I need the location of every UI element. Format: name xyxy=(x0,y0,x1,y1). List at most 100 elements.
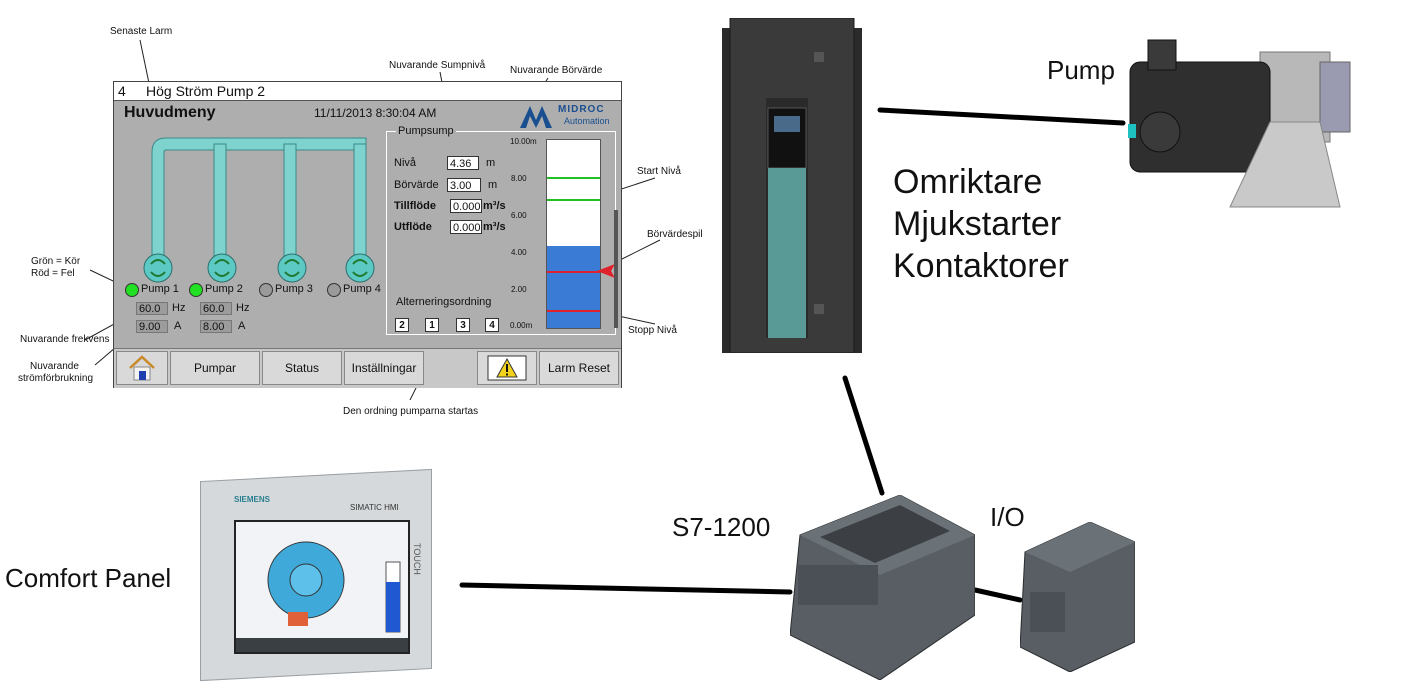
level-value: 4.36 xyxy=(447,156,479,170)
logo-subtitle: Automation xyxy=(564,116,610,126)
unit-hz-1: Hz xyxy=(172,302,186,314)
logo-name: MIDROC xyxy=(558,104,605,115)
pump-2-label[interactable]: Pump 2 xyxy=(205,283,243,295)
setpoint-input[interactable]: 3.00 xyxy=(447,178,481,192)
hmi-main-menu-screen: 4 Hög Ström Pump 2 Huvudmeny 11/11/2013 … xyxy=(113,81,622,388)
annotation-green-run: Grön = Kör xyxy=(31,256,81,267)
drive-label-line3: Kontaktorer xyxy=(893,247,1069,285)
cable-drive-pump xyxy=(877,107,1126,126)
unit-a-1: A xyxy=(174,320,182,332)
pump-3-status-led xyxy=(259,283,273,297)
level-label: Nivå xyxy=(394,157,417,169)
pump-3-label[interactable]: Pump 3 xyxy=(275,283,313,295)
annotation-start-level: Start Nivå xyxy=(637,166,681,177)
alarm-number: 4 xyxy=(118,83,126,99)
pump-device-image xyxy=(1128,39,1351,208)
alarm-reset-button[interactable]: Larm Reset xyxy=(539,351,619,385)
plc-device-image xyxy=(790,495,975,680)
setpoint-level-line xyxy=(547,270,600,273)
annotation-sump-level: Nuvarande Sumpnivå xyxy=(389,60,486,71)
start-level-line-low xyxy=(547,199,600,202)
pump-1-frequency: 60.0 xyxy=(136,302,168,315)
annotation-latest-alarm: Senaste Larm xyxy=(110,26,173,37)
io-label: I/O xyxy=(990,502,1025,532)
outflow-unit: m³/s xyxy=(483,221,506,233)
pump-3-icon xyxy=(277,253,307,283)
panel-screen xyxy=(234,520,410,654)
plc-label: S7-1200 xyxy=(672,512,771,542)
tank-tick-8: 8.00 xyxy=(511,174,527,183)
pump-symbols xyxy=(143,253,375,283)
pump-2-icon xyxy=(207,253,237,283)
tank-tick-10: 10.00m xyxy=(510,137,537,146)
tank-tick-6: 6.00 xyxy=(511,211,527,220)
pump-4-icon xyxy=(345,253,375,283)
page-title: Huvudmeny xyxy=(124,104,216,121)
status-button[interactable]: Status xyxy=(262,351,342,385)
alarm-text: Hög Ström Pump 2 xyxy=(146,83,266,99)
navigation-bar: Pumpar Status Inställningar Larm Reset xyxy=(114,348,621,388)
inflow-unit: m³/s xyxy=(483,200,506,212)
tank-tick-0: 0.00m xyxy=(510,321,533,330)
setpoint-label: Börvärde xyxy=(394,179,439,191)
alarm-view-button[interactable] xyxy=(477,351,537,385)
annotation-start-order: Den ordning pumparna startas xyxy=(343,406,479,417)
home-icon xyxy=(129,355,155,381)
level-unit: m xyxy=(486,157,496,169)
drive-label-line1: Omriktare xyxy=(893,163,1043,201)
annotation-red-fault: Röd = Fel xyxy=(31,268,75,279)
alternation-order-title: Alterneringsordning xyxy=(396,296,492,308)
cable-panel-plc xyxy=(459,582,793,595)
panel-touch-label: TOUCH xyxy=(412,543,422,575)
annotation-setpoint-arrow: Börvärdespil xyxy=(647,229,703,240)
pump-4-label[interactable]: Pump 4 xyxy=(343,283,381,295)
pump-1-status-led xyxy=(125,283,139,297)
panel-brand: SIEMENS xyxy=(234,495,271,504)
alt-order-4[interactable]: 4 xyxy=(485,318,499,332)
panel-screen-content xyxy=(236,541,408,652)
alt-order-2[interactable]: 1 xyxy=(425,318,439,332)
alt-order-1[interactable]: 2 xyxy=(395,318,409,332)
inflow-label: Tillflöde xyxy=(394,200,436,212)
inflow-value: 0.000 xyxy=(450,199,482,213)
setpoint-arrow-icon xyxy=(597,263,615,278)
warning-icon xyxy=(487,355,527,381)
panel-model: SIMATIC HMI xyxy=(350,503,399,512)
pump-1-current: 9.00 xyxy=(136,320,168,333)
setpoint-unit: m xyxy=(488,179,498,191)
unit-hz-2: Hz xyxy=(236,302,250,314)
annotation-stop-level: Stopp Nivå xyxy=(628,325,677,336)
drive-label-line2: Mjukstarter xyxy=(893,205,1062,243)
pump-1-icon xyxy=(143,253,173,283)
annotation-frequency: Nuvarande frekvens xyxy=(20,334,110,345)
midroc-logo xyxy=(520,106,552,128)
cable-plc-io xyxy=(972,587,1023,603)
pump-1-label[interactable]: Pump 1 xyxy=(141,283,179,295)
annotation-setpoint: Nuvarande Börvärde xyxy=(510,65,603,76)
pipe-network xyxy=(151,137,367,281)
settings-button[interactable]: Inställningar xyxy=(344,351,424,385)
outflow-label: Utflöde xyxy=(394,221,432,233)
tank-fill-level xyxy=(547,246,600,328)
start-level-line-high xyxy=(547,176,600,179)
pump-2-frequency: 60.0 xyxy=(200,302,232,315)
annotation-consumption-line2: strömförbrukning xyxy=(18,373,94,384)
alt-order-3[interactable]: 3 xyxy=(456,318,470,332)
leader-latest-alarm xyxy=(139,39,151,89)
pump-2-current: 8.00 xyxy=(200,320,232,333)
cable-drive-plc xyxy=(842,375,885,496)
comfort-panel-image: SIEMENS SIMATIC HMI TOUCH xyxy=(200,468,432,682)
annotation-consumption-line1: Nuvarande xyxy=(30,361,79,372)
pump-2-status-led xyxy=(189,283,203,297)
datetime: 11/11/2013 8:30:04 AM xyxy=(314,106,437,120)
outflow-value: 0.000 xyxy=(450,220,482,234)
tank-tick-4: 4.00 xyxy=(511,248,527,257)
drive-device-image xyxy=(722,18,862,353)
sump-tank-gauge xyxy=(546,139,601,329)
pump-sump-title: Pumpsump xyxy=(396,125,456,137)
home-button[interactable] xyxy=(116,351,168,385)
io-module-image xyxy=(1020,522,1135,672)
pumps-button[interactable]: Pumpar xyxy=(170,351,260,385)
alarm-bar[interactable]: 4 Hög Ström Pump 2 xyxy=(114,82,621,101)
tank-tick-2: 2.00 xyxy=(511,285,527,294)
